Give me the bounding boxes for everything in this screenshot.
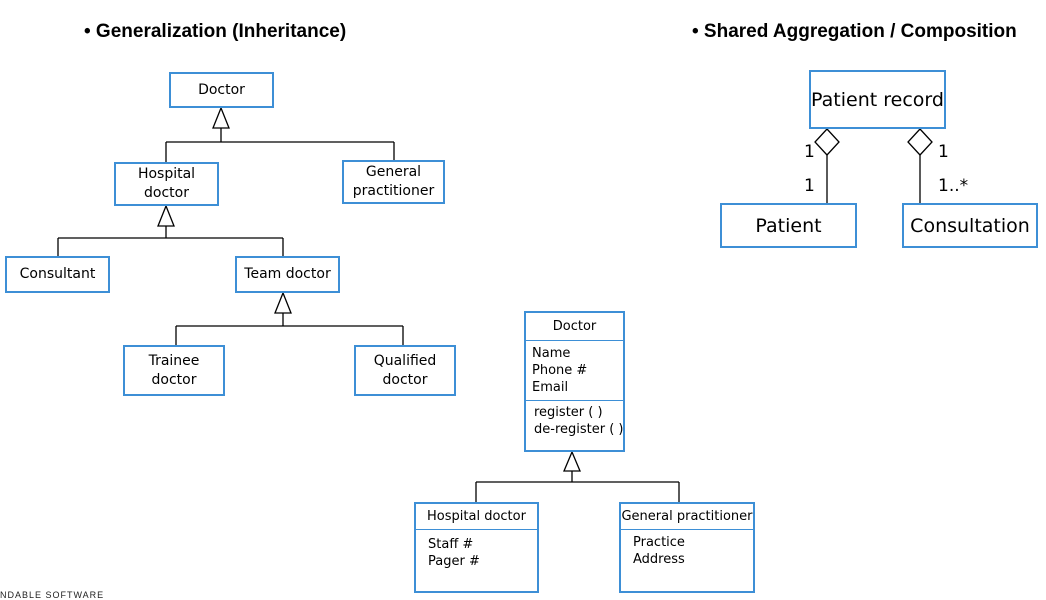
heading-generalization: • Generalization (Inheritance) — [84, 21, 347, 42]
class-attributes: Staff # Pager # — [416, 530, 537, 570]
class-name: Hospital doctor — [416, 504, 537, 530]
generalization-arrow — [212, 106, 230, 129]
multiplicity-patient-bottom: 1 — [804, 176, 815, 196]
attribute: Pager # — [428, 554, 480, 569]
attribute: Email — [532, 380, 569, 395]
hospital-doctor-class: Hospital doctor Staff # Pager # — [414, 502, 539, 593]
doctor-box: Doctor — [169, 72, 274, 108]
consultation-box: Consultation — [902, 203, 1038, 248]
patient-box: Patient — [720, 203, 857, 248]
class-name: Doctor — [526, 313, 623, 341]
generalization-arrow — [563, 450, 581, 472]
consultant-box: Consultant — [5, 256, 110, 293]
trainee-doctor-box: Trainee doctor — [123, 345, 225, 396]
generalization-arrow — [157, 204, 175, 227]
multiplicity-patient-top: 1 — [804, 142, 815, 162]
attribute: Staff # — [428, 537, 474, 552]
class-attributes: Practice Address — [621, 530, 753, 568]
attribute: Phone # — [532, 363, 588, 378]
operation: de-register ( ) — [534, 422, 624, 437]
multiplicity-consultation-bottom: 1..* — [938, 176, 969, 196]
generalization-arrow — [274, 291, 292, 314]
operation: register ( ) — [534, 405, 603, 420]
class-operations: register ( ) de-register ( ) — [526, 401, 623, 438]
qualified-doctor-box: Qualified doctor — [354, 345, 456, 396]
hospital-doctor-box: Hospital doctor — [114, 162, 219, 206]
attribute: Name — [532, 346, 571, 361]
general-practitioner-box: General practitioner — [342, 160, 445, 204]
multiplicity-consultation-top: 1 — [938, 142, 949, 162]
team-doctor-box: Team doctor — [235, 256, 340, 293]
class-name: General practitioner — [621, 504, 753, 530]
attribute: Practice — [633, 535, 685, 550]
attribute: Address — [633, 552, 685, 567]
aggregation-diamond — [907, 128, 933, 156]
general-practitioner-class: General practitioner Practice Address — [619, 502, 755, 593]
aggregation-diamond — [814, 128, 840, 156]
doctor-class: Doctor Name Phone # Email register ( ) d… — [524, 311, 625, 452]
heading-aggregation: • Shared Aggregation / Composition — [692, 21, 1017, 42]
footer-text: NDABLE SOFTWARE — [0, 590, 105, 600]
patient-record-box: Patient record — [809, 70, 946, 129]
class-attributes: Name Phone # Email — [526, 341, 623, 401]
